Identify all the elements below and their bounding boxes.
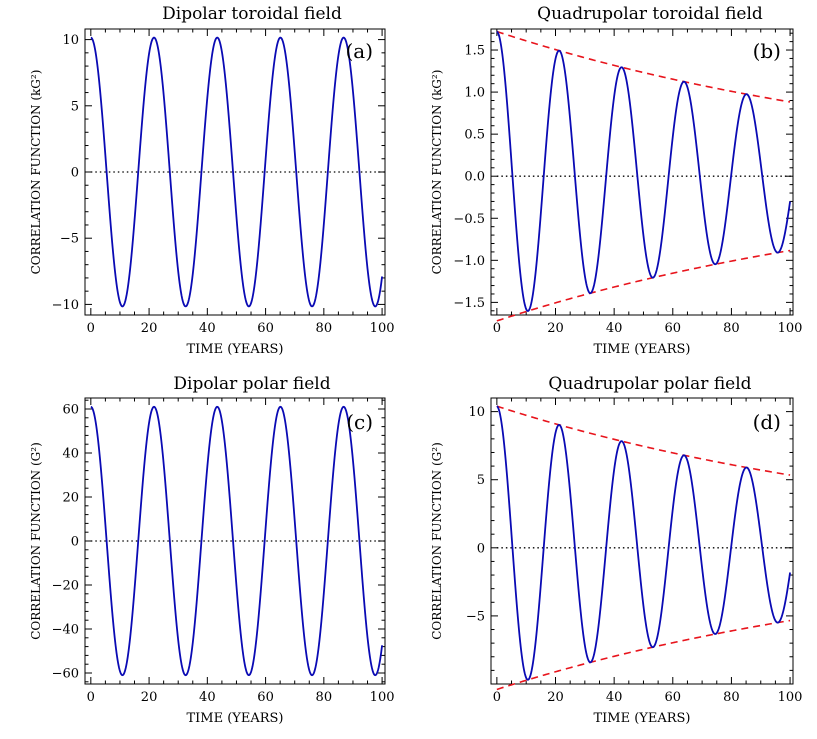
panel-c-y-tick-label: −20 (52, 579, 79, 594)
panel-b-x-tick-label: 40 (606, 321, 623, 336)
panel-c-y-tick-label: −40 (52, 623, 79, 638)
panel-a-y-tick-label: −10 (52, 298, 79, 313)
panel-d-lower-envelope (496, 619, 791, 691)
panel-a-x-tick-label: 40 (199, 321, 216, 336)
panel-b-y-tick-label: 1.5 (464, 44, 485, 59)
panel-a-correlation-curve (90, 36, 383, 308)
panel-d-x-tick-label: 60 (665, 690, 682, 705)
panel-d: Quadrupolar polar field 0 20 40 60 80 100 10 5… (430, 374, 802, 726)
panel-d-y-ticks: 10 5 0 −5 (466, 397, 793, 685)
panel-b-plot-area: 0 20 40 60 80 100 1.5 1.0 0.5 0.0 −0.5 −1.0 −1.5 (b… (453, 28, 803, 336)
panel-b-x-tick-label: 60 (665, 321, 682, 336)
panel-b-y-ticks: 1.5 1.0 0.5 0.0 −0.5 −1.0 −1.5 (453, 32, 793, 312)
panel-b-upper-envelope (496, 30, 791, 103)
panel-c-y-tick-label: 0 (71, 535, 79, 550)
panel-d-x-tick-label: 100 (778, 690, 803, 705)
panel-a-ylabel: CORRELATION FUNCTION (kG²) (29, 70, 43, 275)
panel-c-ylabel: CORRELATION FUNCTION (G²) (29, 442, 43, 640)
panel-a-y-ticks: 10 5 0 −5 −10 (52, 33, 385, 313)
panel-b-x-ticks: 0 20 40 60 80 100 (493, 29, 803, 336)
panel-b-title: Quadrupolar toroidal field (537, 4, 763, 24)
panel-d-ylabel: CORRELATION FUNCTION (G²) (430, 442, 444, 640)
panel-b-y-tick-label: −0.5 (453, 212, 485, 227)
panel-d-x-ticks: 0 20 40 60 80 100 (493, 398, 803, 705)
panel-b-x-tick-label: 20 (547, 321, 564, 336)
panel-c-y-tick-label: 20 (62, 491, 79, 506)
panel-b-frame (490, 28, 794, 316)
panel-c-x-tick-label: 40 (199, 690, 216, 705)
panel-d-envelopes (496, 405, 791, 691)
panel-b-y-tick-label: 0.5 (464, 128, 485, 143)
panel-d-upper-envelope (496, 405, 791, 476)
panel-b-correlation-curve (496, 30, 791, 312)
panel-c-y-ticks: 60 40 20 0 −20 −40 −60 (52, 399, 385, 683)
panel-a-x-tick-label: 20 (141, 321, 158, 336)
panel-d-x-tick-label: 0 (493, 690, 501, 705)
panel-a-x-tick-label: 100 (370, 321, 395, 336)
panel-a-y-tick-label: 0 (71, 166, 79, 181)
panel-d-x-tick-label: 20 (547, 690, 564, 705)
panel-b-label: (b) (753, 39, 781, 63)
panel-d-y-tick-label: 0 (477, 541, 485, 556)
panel-d-correlation-curve (496, 405, 791, 681)
panel-c-y-tick-label: 40 (62, 447, 79, 462)
panel-c-plot-area: 0 20 40 60 80 100 60 40 20 0 −20 −40 −60 (c) (52, 397, 395, 705)
panel-a-y-tick-label: 10 (62, 33, 79, 48)
panel-d-x-tick-label: 40 (606, 690, 623, 705)
panel-a-x-tick-label: 0 (87, 321, 95, 336)
panel-a-x-tick-label: 60 (257, 321, 274, 336)
panel-d-plot-area: 0 20 40 60 80 100 10 5 0 −5 (d) (466, 397, 803, 705)
panel-d-xlabel: TIME (YEARS) (593, 711, 690, 726)
panel-c-x-ticks: 0 20 40 60 80 100 (87, 398, 395, 705)
panel-c-x-tick-label: 100 (370, 690, 395, 705)
panel-c-xlabel: TIME (YEARS) (186, 711, 283, 726)
panel-b-y-tick-label: −1.5 (453, 296, 485, 311)
panel-a-title: Dipolar toroidal field (162, 4, 342, 24)
panel-c-title: Dipolar polar field (173, 374, 330, 394)
panel-c-x-tick-label: 20 (141, 690, 158, 705)
panel-a-x-ticks: 0 20 40 60 80 100 (87, 29, 395, 336)
panel-d-y-tick-label: 10 (468, 405, 485, 420)
panel-d-y-tick-label: 5 (477, 473, 485, 488)
panel-d-frame (490, 397, 794, 685)
panel-c-correlation-curve (90, 405, 383, 677)
panel-a-y-tick-label: −5 (60, 232, 79, 247)
panel-b: Quadrupolar toroidal field 0 20 40 60 80 100 … (430, 4, 802, 357)
panel-d-y-tick-label: −5 (466, 609, 485, 624)
panel-b-y-tick-label: 0.0 (464, 170, 485, 185)
panel-b-xlabel: TIME (YEARS) (593, 342, 690, 357)
panel-b-x-tick-label: 0 (493, 321, 501, 336)
panel-b-x-tick-label: 100 (778, 321, 803, 336)
panel-b-envelopes (496, 30, 791, 322)
panel-c-y-tick-label: −60 (52, 667, 79, 682)
panel-b-x-tick-label: 80 (723, 321, 740, 336)
panel-a-plot-area: 0 20 40 60 80 100 10 5 0 −5 −10 (a) (52, 28, 395, 336)
panel-b-lower-envelope (496, 249, 791, 322)
panel-b-ylabel: CORRELATION FUNCTION (kG²) (430, 70, 444, 275)
panel-c-label: (c) (346, 410, 373, 434)
panel-b-y-tick-label: 1.0 (464, 86, 485, 101)
panel-d-x-tick-label: 80 (723, 690, 740, 705)
panel-c-x-tick-label: 80 (316, 690, 333, 705)
panel-a-y-tick-label: 5 (71, 99, 79, 114)
panel-a-label: (a) (345, 39, 373, 63)
panel-c-x-tick-label: 60 (257, 690, 274, 705)
panel-d-label: (d) (753, 410, 781, 434)
panel-a-x-tick-label: 80 (316, 321, 333, 336)
panel-d-title: Quadrupolar polar field (548, 374, 751, 394)
panel-c-x-tick-label: 0 (87, 690, 95, 705)
panel-c-y-tick-label: 60 (62, 403, 79, 418)
panel-a-xlabel: TIME (YEARS) (186, 342, 283, 357)
panel-b-y-tick-label: −1.0 (453, 254, 485, 269)
